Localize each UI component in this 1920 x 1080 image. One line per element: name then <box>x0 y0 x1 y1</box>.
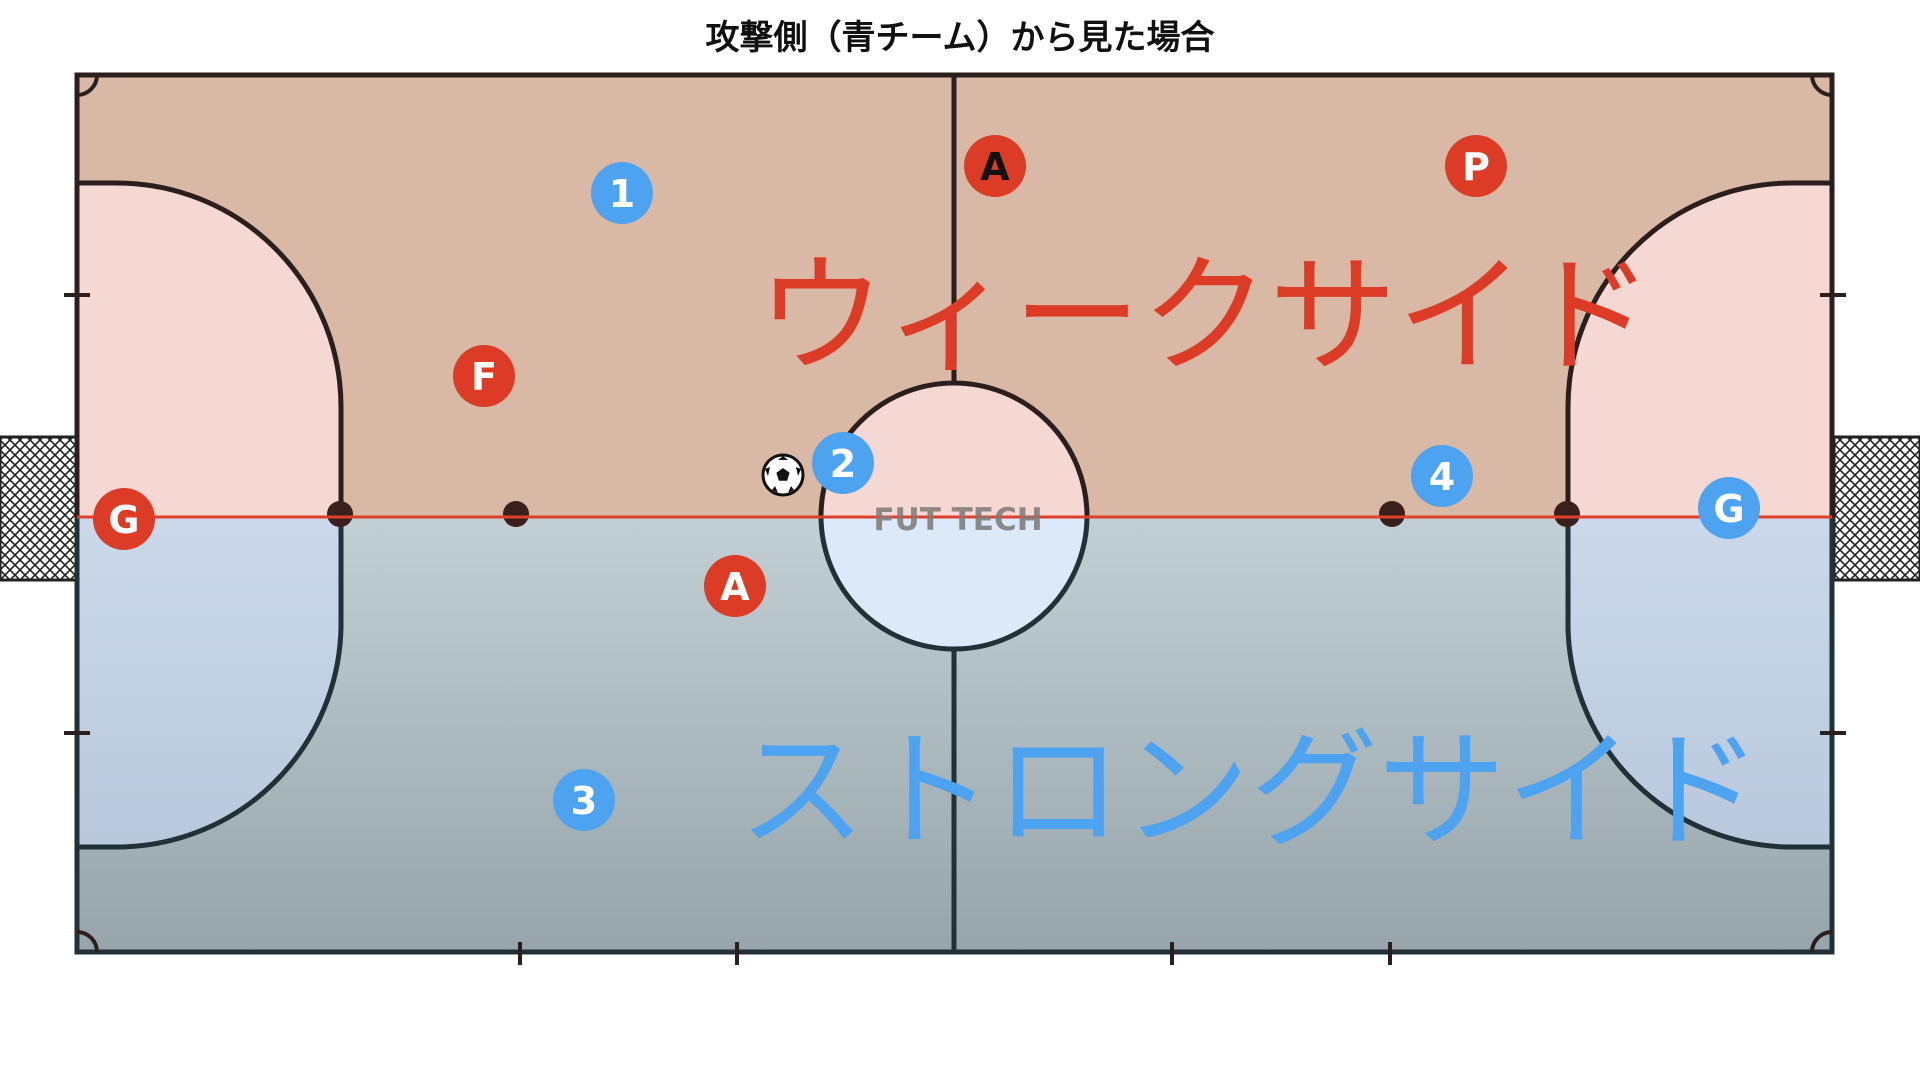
svg-text:G: G <box>108 498 139 542</box>
goal-right <box>1832 435 1920 582</box>
center-circle-weak <box>821 383 1087 517</box>
svg-text:3: 3 <box>571 779 597 823</box>
player-blue-4: 4 <box>1411 445 1473 507</box>
watermark: FUT TECH <box>873 502 1042 538</box>
player-blue-3: 3 <box>553 769 615 831</box>
svg-text:4: 4 <box>1429 455 1455 499</box>
svg-text:A: A <box>720 565 750 609</box>
left-penalty-area-weak <box>77 183 341 517</box>
strong-side-label: ストロングサイド <box>738 717 1762 866</box>
player-red-goalkeeper: G <box>93 488 155 550</box>
svg-text:1: 1 <box>609 172 635 216</box>
player-blue-2: 2 <box>812 432 874 494</box>
goal-left <box>0 435 78 582</box>
soccer-ball-icon <box>761 453 805 497</box>
tick-marks <box>64 293 1846 965</box>
player-red-f: F <box>453 345 515 407</box>
player-red-a-bottom: A <box>704 555 766 617</box>
diagram-title: 攻撃側（青チーム）から見た場合 <box>705 18 1215 58</box>
left-penalty-area-strong <box>77 517 341 847</box>
penalty-spots <box>327 501 1580 527</box>
player-red-a-top: A <box>964 135 1026 197</box>
corner-arcs <box>76 74 1833 953</box>
weak-side-label: ウィークサイド <box>757 242 1653 391</box>
player-red-p: P <box>1445 135 1507 197</box>
svg-text:F: F <box>471 355 497 399</box>
svg-text:G: G <box>1713 487 1744 531</box>
right-penalty-area-weak <box>1568 183 1832 517</box>
player-blue-1: 1 <box>591 162 653 224</box>
player-blue-goalkeeper: G <box>1698 477 1760 539</box>
svg-text:P: P <box>1462 145 1490 189</box>
center-circle-strong <box>821 517 1087 649</box>
svg-text:2: 2 <box>830 442 856 486</box>
right-penalty-area-strong <box>1568 517 1832 847</box>
svg-text:A: A <box>980 145 1010 189</box>
